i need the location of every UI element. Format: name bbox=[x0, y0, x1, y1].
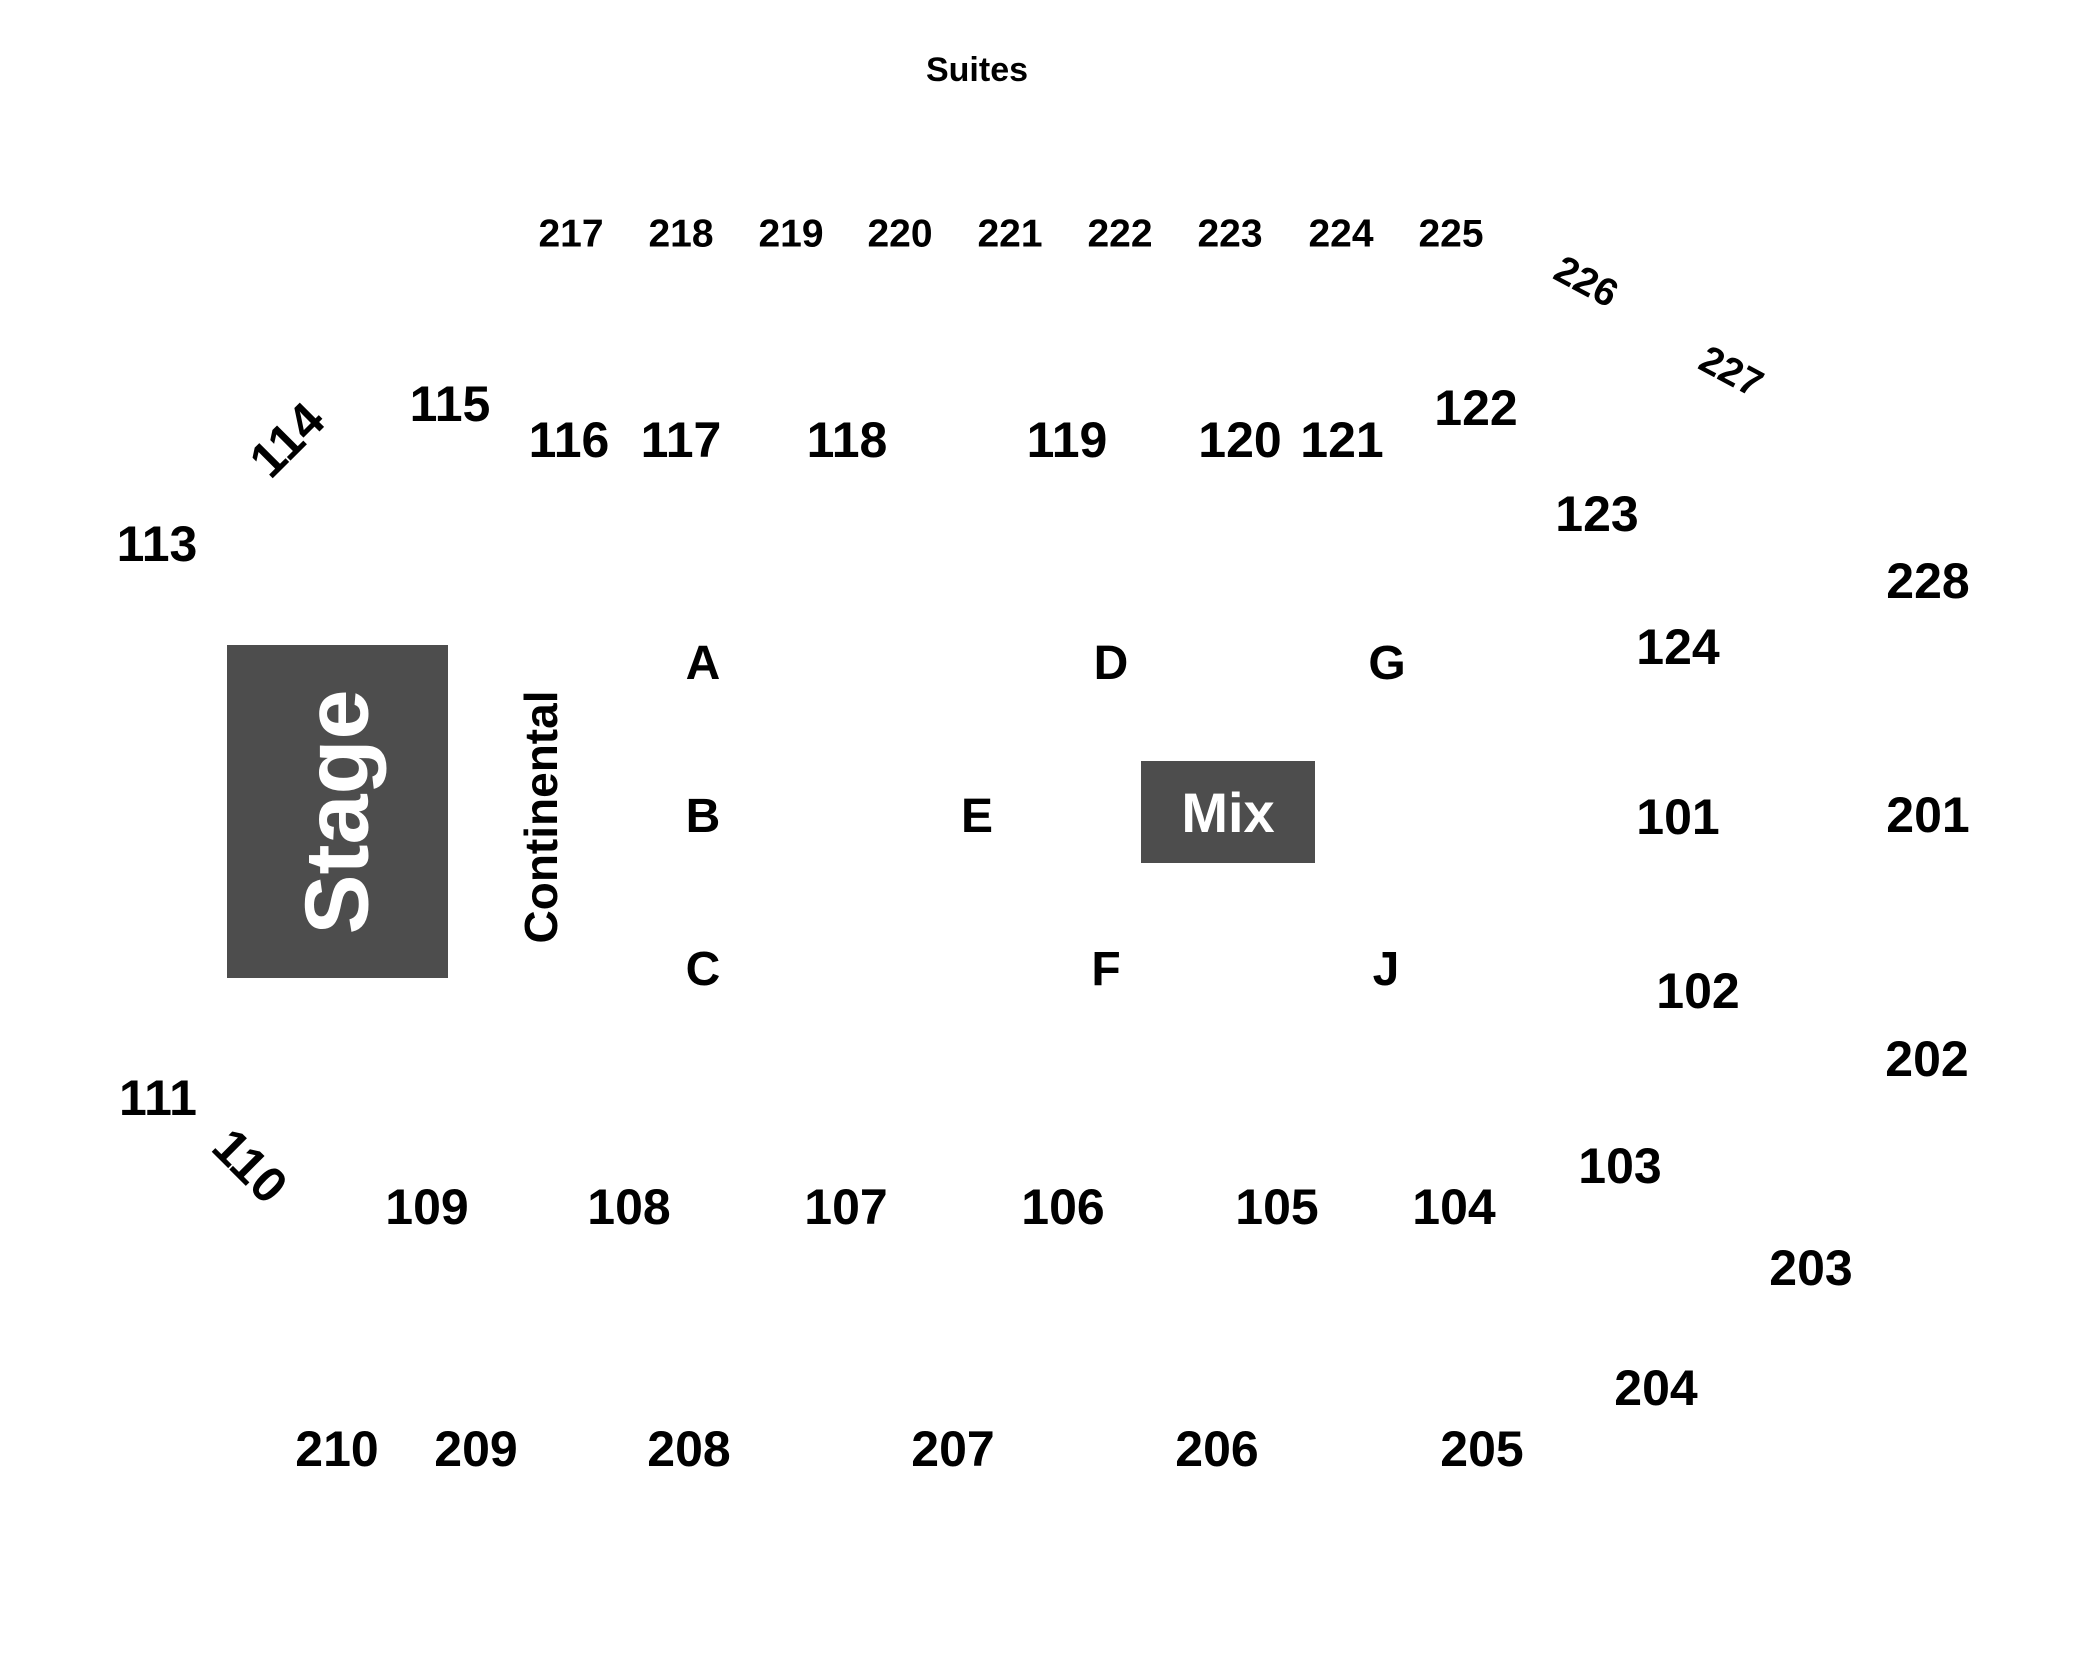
section-203[interactable]: 203 bbox=[1769, 1240, 1853, 1296]
section-103[interactable]: 103 bbox=[1578, 1138, 1662, 1194]
section-217[interactable]: 217 bbox=[538, 212, 604, 256]
section-221[interactable]: 221 bbox=[977, 212, 1043, 256]
section-117[interactable]: 117 bbox=[640, 412, 722, 468]
section-226[interactable]: 226 bbox=[1547, 247, 1625, 317]
section-118[interactable]: 118 bbox=[806, 412, 888, 468]
section-f[interactable]: F bbox=[1091, 943, 1121, 996]
section-121[interactable]: 121 bbox=[1300, 412, 1384, 468]
section-b[interactable]: B bbox=[685, 790, 721, 843]
mix-position-block: Mix bbox=[1141, 761, 1315, 863]
section-114[interactable]: 114 bbox=[238, 391, 336, 489]
section-201[interactable]: 201 bbox=[1886, 787, 1970, 843]
section-j[interactable]: J bbox=[1372, 943, 1400, 996]
section-220[interactable]: 220 bbox=[867, 212, 933, 256]
section-continental[interactable]: Continental bbox=[515, 690, 567, 944]
section-123[interactable]: 123 bbox=[1555, 486, 1639, 542]
section-116[interactable]: 116 bbox=[528, 412, 610, 468]
section-218[interactable]: 218 bbox=[648, 212, 714, 256]
section-124[interactable]: 124 bbox=[1636, 619, 1720, 675]
section-d[interactable]: D bbox=[1093, 637, 1129, 690]
section-119[interactable]: 119 bbox=[1026, 412, 1108, 468]
section-204[interactable]: 204 bbox=[1614, 1360, 1698, 1416]
suites-label: Suites bbox=[925, 51, 1029, 89]
section-219[interactable]: 219 bbox=[758, 212, 824, 256]
section-109[interactable]: 109 bbox=[385, 1179, 469, 1235]
section-110[interactable]: 110 bbox=[201, 1117, 299, 1215]
section-102[interactable]: 102 bbox=[1656, 963, 1740, 1019]
section-205[interactable]: 205 bbox=[1440, 1421, 1524, 1477]
section-228[interactable]: 228 bbox=[1886, 553, 1970, 609]
section-107[interactable]: 107 bbox=[804, 1179, 888, 1235]
section-122[interactable]: 122 bbox=[1434, 380, 1518, 436]
section-c[interactable]: C bbox=[685, 943, 721, 996]
stage-block: Stage bbox=[227, 645, 448, 978]
section-105[interactable]: 105 bbox=[1235, 1179, 1319, 1235]
section-223[interactable]: 223 bbox=[1197, 212, 1263, 256]
section-g[interactable]: G bbox=[1368, 637, 1406, 690]
section-222[interactable]: 222 bbox=[1087, 212, 1153, 256]
section-208[interactable]: 208 bbox=[647, 1421, 731, 1477]
section-120[interactable]: 120 bbox=[1198, 412, 1282, 468]
section-a[interactable]: A bbox=[685, 637, 721, 690]
section-113[interactable]: 113 bbox=[116, 516, 198, 572]
section-108[interactable]: 108 bbox=[587, 1179, 671, 1235]
section-104[interactable]: 104 bbox=[1412, 1179, 1496, 1235]
mix-label: Mix bbox=[1181, 780, 1275, 844]
section-202[interactable]: 202 bbox=[1885, 1031, 1969, 1087]
section-106[interactable]: 106 bbox=[1021, 1179, 1105, 1235]
section-206[interactable]: 206 bbox=[1175, 1421, 1259, 1477]
section-227[interactable]: 227 bbox=[1692, 337, 1770, 407]
section-115[interactable]: 115 bbox=[409, 376, 491, 432]
section-111[interactable]: 111 bbox=[119, 1070, 197, 1126]
section-209[interactable]: 209 bbox=[434, 1421, 518, 1477]
section-210[interactable]: 210 bbox=[295, 1421, 379, 1477]
section-101[interactable]: 101 bbox=[1636, 789, 1720, 845]
section-225[interactable]: 225 bbox=[1418, 212, 1484, 256]
section-e[interactable]: E bbox=[960, 790, 994, 843]
section-207[interactable]: 207 bbox=[911, 1421, 995, 1477]
section-224[interactable]: 224 bbox=[1308, 212, 1374, 256]
stage-label: Stage bbox=[287, 688, 388, 935]
